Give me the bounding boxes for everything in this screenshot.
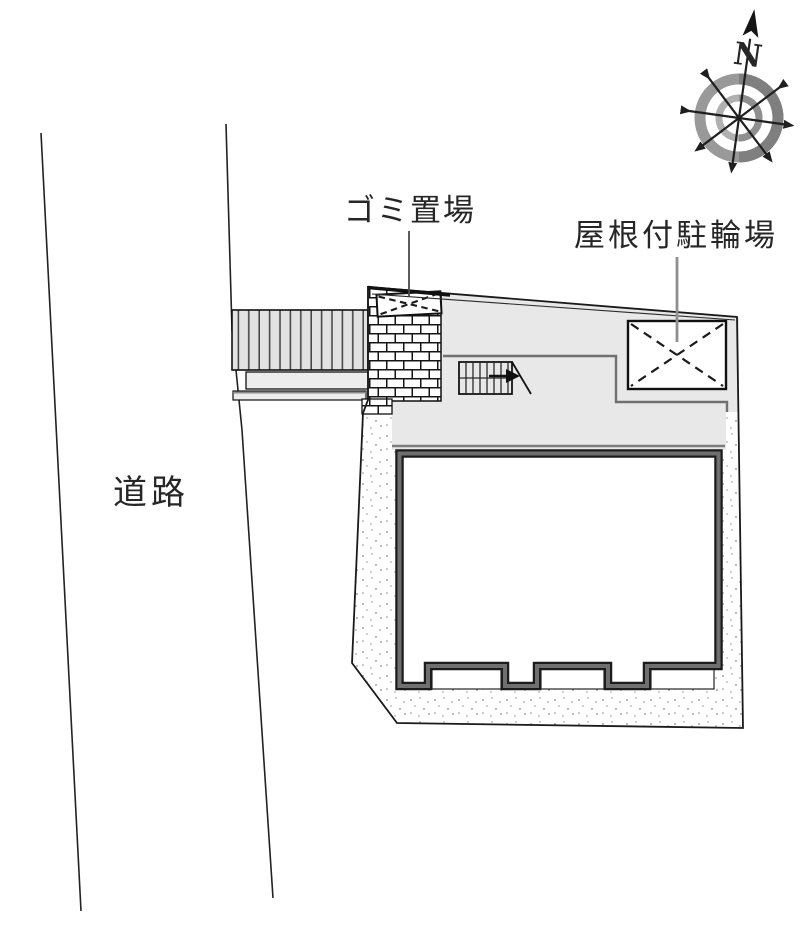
- bicycle-label: 屋根付駐輪場: [574, 218, 778, 253]
- garbage-storage-area: [361, 286, 443, 415]
- landing-band-lower: [232, 390, 367, 401]
- north-arrow: [742, 9, 759, 38]
- road-edge-right: [225, 123, 274, 899]
- garbage-label: ゴミ置場: [344, 193, 476, 228]
- compass-rose-icon: N: [679, 9, 795, 174]
- approach-steps: [231, 309, 379, 401]
- site-boundary: [351, 286, 744, 729]
- building-footprint: [395, 449, 723, 691]
- entrance-alcoves: [431, 667, 715, 690]
- north-letter: N: [731, 36, 764, 76]
- building-wall-core: [397, 451, 721, 688]
- stairs-icon: [458, 361, 532, 395]
- road-label: 道路: [113, 474, 189, 512]
- building-wall-outer: [395, 449, 723, 691]
- bicycle-callout: 屋根付駐輪場: [574, 218, 778, 342]
- site-boundary-top-inner: [371, 293, 736, 321]
- stairs-direction-arrow: [489, 369, 520, 383]
- landing-band-upper: [245, 371, 379, 390]
- road: 道路: [40, 123, 274, 912]
- stepped-walkway: [231, 309, 369, 371]
- garbage-callout: ゴミ置場: [344, 193, 476, 296]
- garbage-brick-wall-foot: [361, 398, 393, 415]
- stairs-cut-line: [511, 361, 532, 395]
- yard-step-line: [443, 354, 729, 412]
- road-edge-left: [40, 132, 82, 912]
- compass-spokes: N: [679, 9, 795, 174]
